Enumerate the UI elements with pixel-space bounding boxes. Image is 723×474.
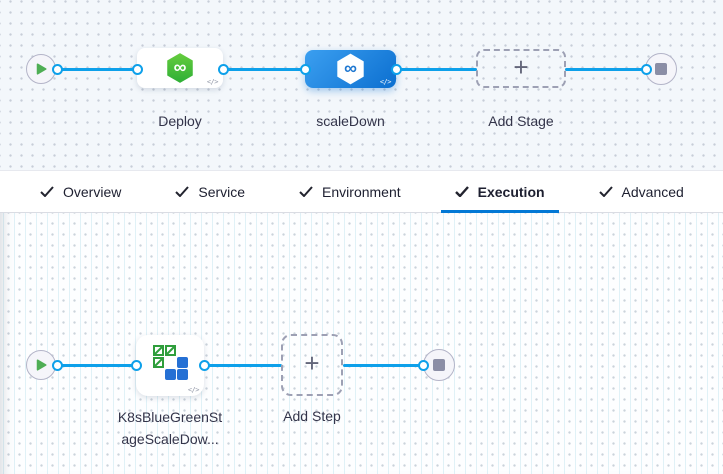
cd-stage-icon: ∞ [337,53,364,85]
connector-dot [52,359,63,371]
connector-dot [390,63,402,75]
stage-graph-canvas: ∞ </> ∞ </> + Deploy scaleDown Add Stage [0,0,723,170]
add-stage-label: Add Stage [488,113,554,129]
step-label: K8sBlueGreenSt ageScaleDow... [117,409,223,447]
stage-label-scaledown: scaleDown [316,113,385,129]
check-icon [175,186,190,197]
tab-service[interactable]: Service [161,171,259,212]
stop-icon [433,359,445,371]
execution-graph-canvas: </> + K8sBlueGreenSt ageScaleDow... Add … [0,213,723,474]
connector-dot [299,63,311,75]
play-icon [36,359,47,371]
execution-start-node [26,350,56,380]
connector-dot [198,359,210,371]
plus-icon: + [513,51,529,82]
connector-line [396,68,477,71]
connector-dot [640,63,652,75]
connector-dot [217,63,229,75]
check-icon [299,186,313,197]
connector-line [565,68,648,71]
stop-icon [655,63,667,75]
check-icon [40,186,54,197]
tab-advanced[interactable]: Advanced [585,171,698,212]
tab-overview[interactable]: Overview [26,171,135,212]
add-step-label: Add Step [283,408,341,424]
add-step-button[interactable]: + [281,334,343,396]
add-stage-button[interactable]: + [476,49,566,88]
connector-line [222,68,306,71]
pipeline-start-node [26,54,56,84]
connector-line [343,364,424,367]
stage-label-deploy: Deploy [158,113,202,129]
code-icon: </> [379,78,392,86]
code-icon: </> [187,386,200,394]
connector-dot [130,359,142,371]
connector-line [204,364,282,367]
connector-dot [418,359,429,371]
tab-execution[interactable]: Execution [440,171,559,213]
connector-dot [52,63,63,75]
tab-environment[interactable]: Environment [285,171,415,212]
cd-stage-icon: ∞ [167,53,193,83]
check-icon [598,186,613,197]
stage-card-scaledown[interactable]: ∞ </> [305,50,396,88]
play-icon [36,63,47,75]
k8s-bluegreen-step-icon [152,345,188,380]
stage-tab-bar: Overview Service Environment Execution A… [0,170,723,213]
check-icon [454,186,469,197]
connector-line [57,364,137,367]
code-icon: </> [206,78,219,86]
plus-icon: + [304,348,320,378]
stage-card-deploy[interactable]: ∞ </> [137,48,223,88]
connector-dot [131,63,143,75]
connector-line [57,68,138,71]
step-card-k8s-bluegreen-scaledown[interactable]: </> [136,335,204,396]
